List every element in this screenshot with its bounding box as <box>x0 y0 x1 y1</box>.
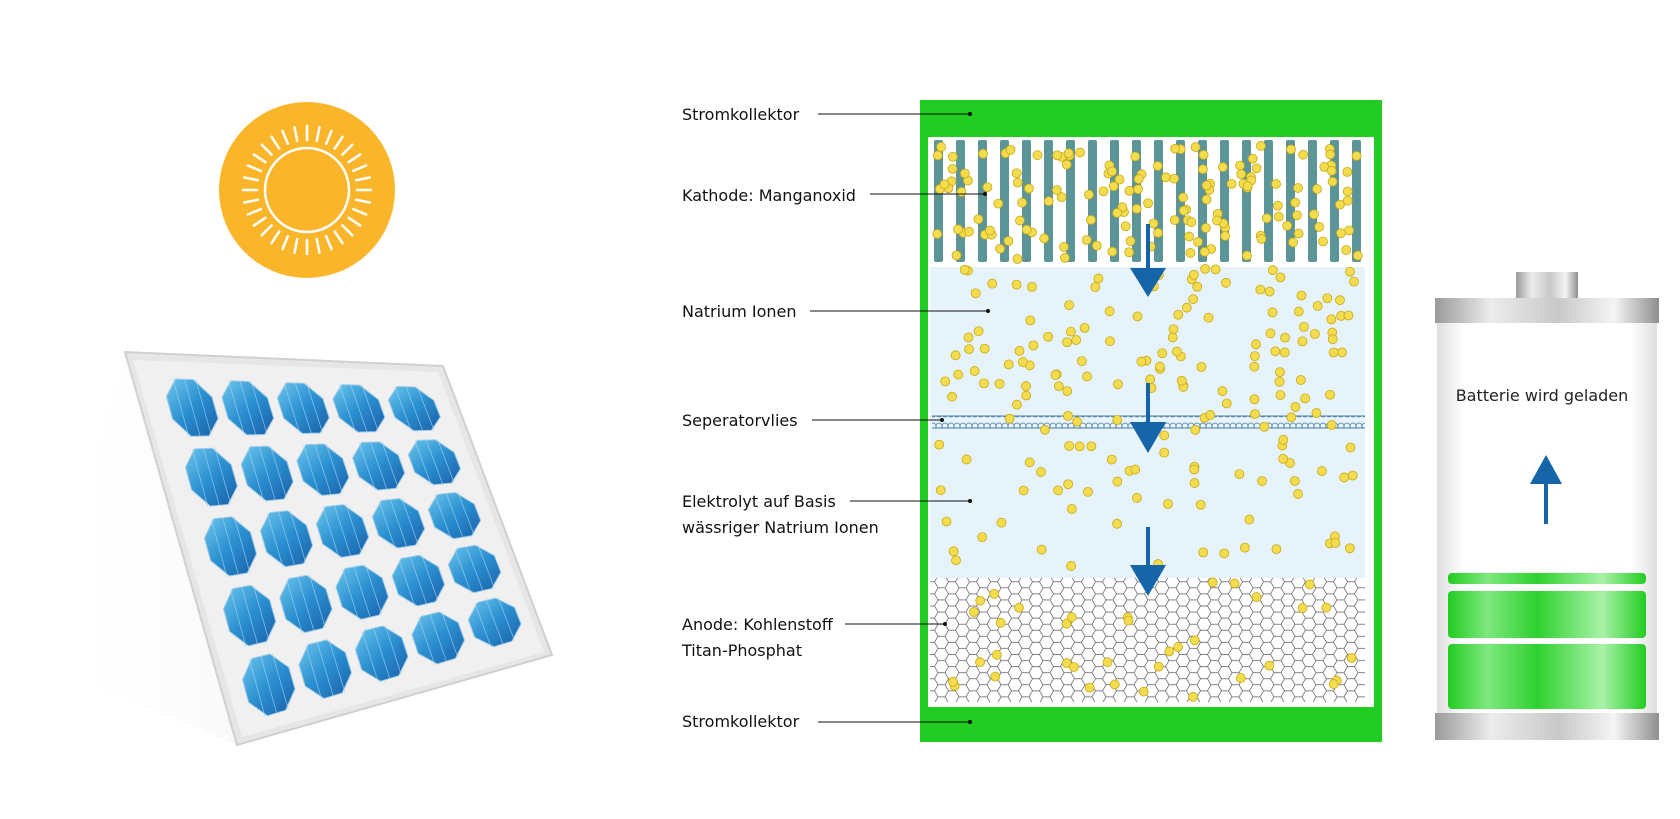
sun-icon <box>219 102 395 278</box>
label-anode-2: Titan-Phosphat <box>681 641 802 660</box>
cell-diagram <box>920 100 1382 742</box>
battery-status-text: Batterie wird geladen <box>1456 386 1629 405</box>
label-electrolyte-1: Elektrolyt auf Basis <box>682 492 836 511</box>
battery-icon: Batterie wird geladen <box>1435 272 1659 740</box>
charge-bar-1 <box>1448 573 1646 584</box>
labels: Stromkollektor Kathode: Manganoxid Natri… <box>681 105 990 731</box>
label-separator: Seperatorvlies <box>682 411 798 430</box>
label-current-collector-top: Stromkollektor <box>682 105 800 124</box>
solar-panel-icon <box>52 350 554 747</box>
ion-flow-arrow <box>1130 224 1166 596</box>
label-anode-1: Anode: Kohlenstoff <box>682 615 834 634</box>
anode-layer <box>930 578 1365 702</box>
charge-level-bars <box>1448 573 1646 709</box>
charge-bar-3 <box>1448 644 1646 709</box>
label-sodium-ions: Natrium Ionen <box>682 302 797 321</box>
label-cathode: Kathode: Manganoxid <box>682 186 856 205</box>
sodium-ions <box>932 141 1363 702</box>
label-current-collector-bottom: Stromkollektor <box>682 712 800 731</box>
charge-bar-2 <box>1448 591 1646 638</box>
charge-arrow-icon <box>1530 455 1562 524</box>
label-electrolyte-2: wässriger Natrium Ionen <box>682 518 879 537</box>
